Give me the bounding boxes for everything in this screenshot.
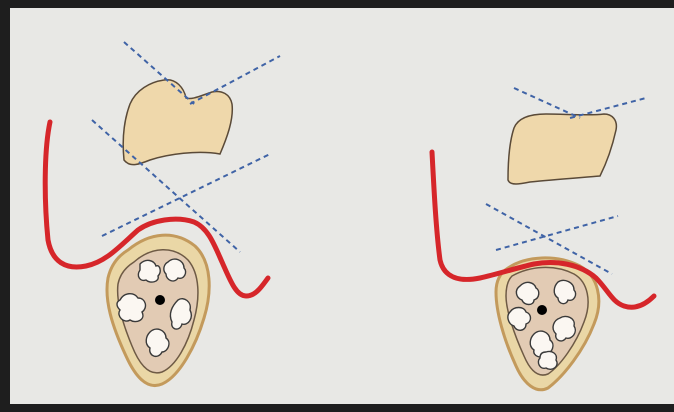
left-canal-dot [155, 295, 165, 305]
left-bone-cavity [117, 294, 145, 322]
right-bone-cavity [538, 351, 557, 369]
left-bone [107, 235, 209, 385]
left-bone-cavity [164, 259, 186, 281]
right-bone [496, 258, 599, 390]
right-bone-cavity [553, 316, 575, 341]
right-guide-line [496, 216, 618, 250]
left-guide-line [102, 154, 270, 236]
right-panel [432, 88, 654, 390]
right-canal-dot [537, 305, 547, 315]
right-tooth-shape [508, 114, 616, 184]
left-panel [45, 42, 280, 386]
left-tooth-shape [123, 80, 232, 165]
